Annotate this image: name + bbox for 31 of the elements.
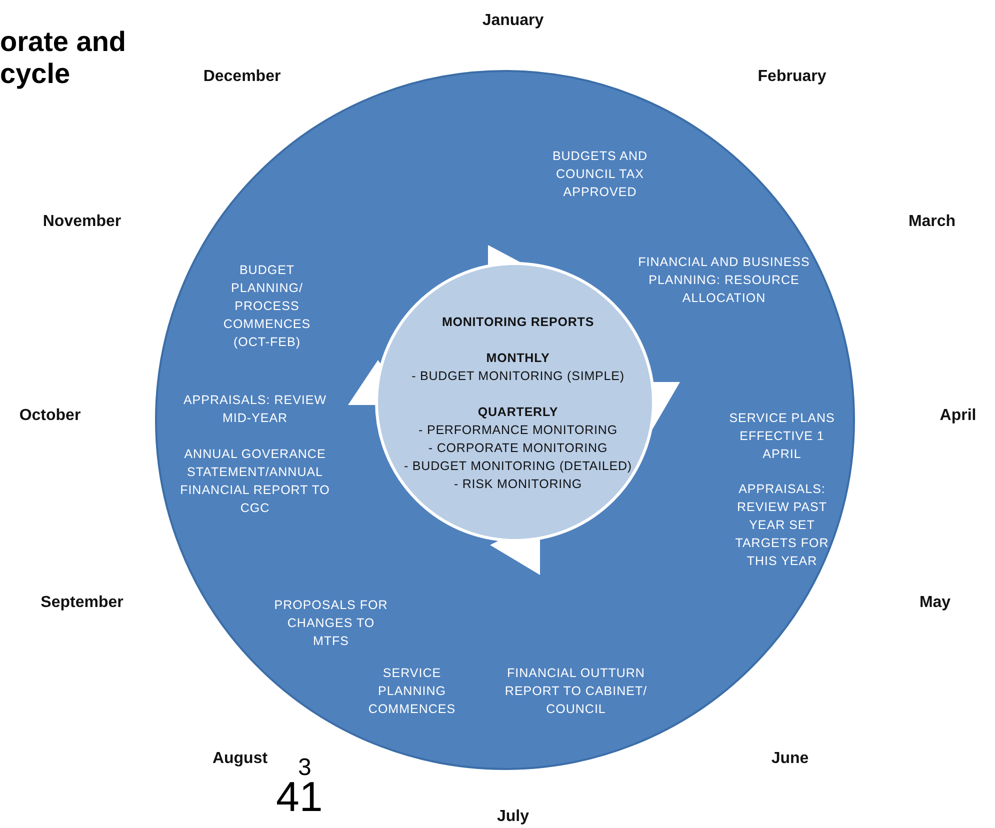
activity-text: FINANCIAL AND BUSINESS PLANNING: RESOURCE ALLOCATION [637, 254, 811, 307]
month-label: March [908, 213, 956, 231]
section-heading: MONITORING REPORTS [440, 314, 596, 331]
title: orate and cycle [0, 26, 128, 90]
activity-text: APPRAISALS: REVIEW MID-YEAR [182, 392, 328, 427]
activity-text: APPRAISALS: REVIEW PAST YEAR SET TARGETS FOR THIS YEAR [734, 481, 830, 570]
month-label: May [919, 594, 951, 612]
activity-text: BUDGETS AND COUNCIL TAX APPROVED [551, 148, 649, 201]
list-item: - PERFORMANCE MONITORING [418, 422, 618, 439]
activity-text: PROPOSALS FOR CHANGES TO MTFS [273, 597, 389, 650]
list-item: - CORPORATE MONITORING [427, 440, 609, 457]
section-heading: MONTHLY [485, 350, 551, 367]
month-label: October [19, 407, 81, 425]
section-heading: QUARTERLY [476, 404, 560, 421]
month-label: July [497, 808, 529, 826]
month-label: April [940, 407, 976, 425]
month-label: September [40, 594, 124, 612]
activity-text: BUDGET PLANNING/ PROCESS COMMENCES (OCT-FEB) [222, 262, 312, 351]
month-label: February [758, 68, 826, 86]
month-label: December [203, 68, 281, 86]
activity-text: FINANCIAL OUTTURN REPORT TO CABINET/ COUNCIL [504, 665, 648, 718]
activity-text: SERVICE PLANNING COMMENCES [367, 665, 457, 718]
month-label: June [771, 750, 809, 768]
month-label: November [42, 213, 122, 231]
list-item: - BUDGET MONITORING (SIMPLE) [410, 368, 626, 385]
month-label: August [212, 750, 268, 768]
list-item: - BUDGET MONITORING (DETAILED) [403, 458, 633, 475]
month-label: January [482, 12, 544, 30]
activity-text: ANNUAL GOVERANCE STATEMENT/ANNUAL FINANCIAL REPORT TO CGC [179, 446, 331, 517]
list-item: - RISK MONITORING [452, 476, 584, 493]
activity-text: SERVICE PLANS EFFECTIVE 1 APRIL [728, 410, 836, 463]
